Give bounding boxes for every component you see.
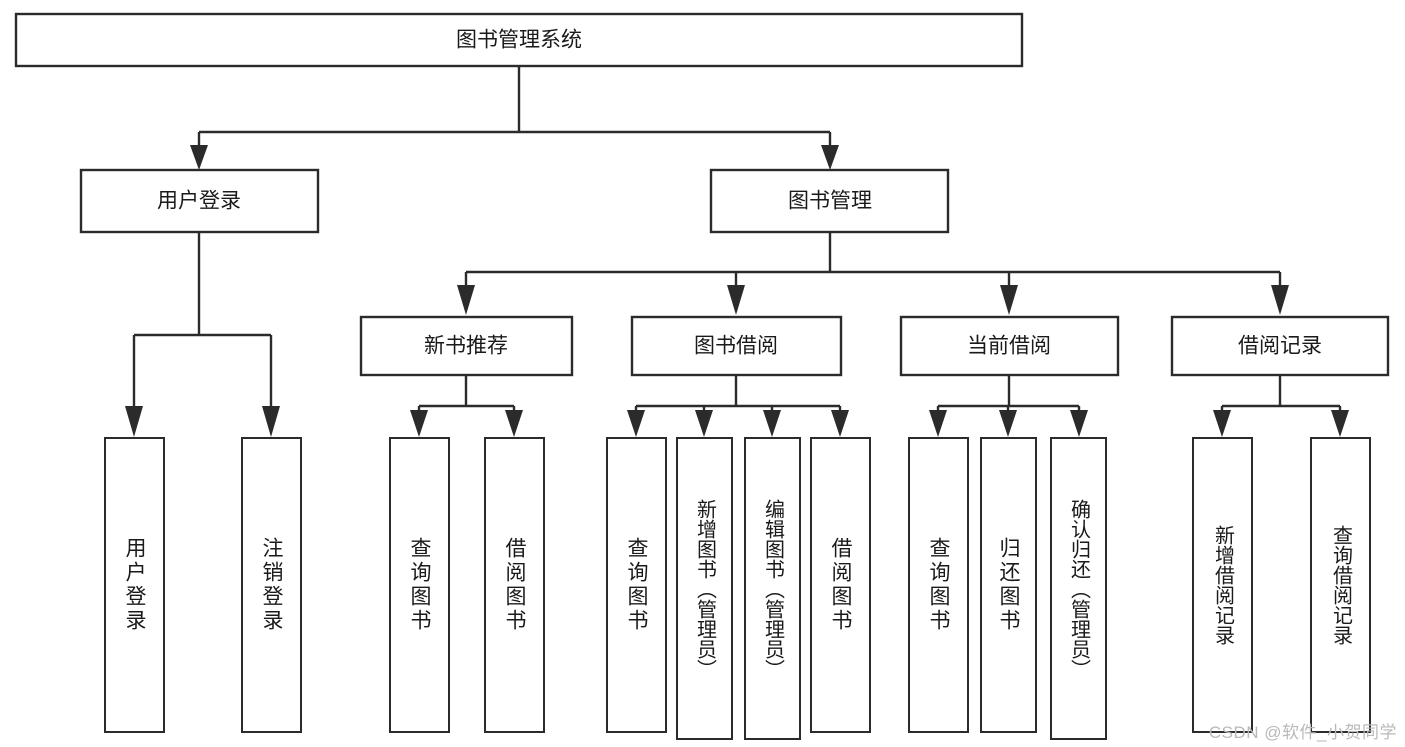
node-borrow-record[interactable]: 借阅记录 (1170, 315, 1390, 377)
connector-bookmanage-to-level3 (457, 232, 1289, 315)
node-book-manage-label: 图书管理 (788, 190, 872, 213)
leaf-confirm-return[interactable]: 确认归还（管理员） (1050, 437, 1107, 740)
leaf-query-record[interactable]: 查询借阅记录 (1310, 437, 1371, 733)
leaf-add-book-label: 新增图书（管理员） (693, 498, 716, 679)
node-new-book-rec-label: 新书推荐 (424, 335, 508, 358)
node-root-label: 图书管理系统 (456, 29, 582, 52)
leaf-borrow-book-1[interactable]: 借阅图书 (484, 437, 545, 733)
leaf-return-book[interactable]: 归还图书 (980, 437, 1037, 733)
connector-userlogin-to-leaves (125, 232, 280, 437)
leaf-edit-book[interactable]: 编辑图书（管理员） (744, 437, 801, 740)
leaf-query-book-1[interactable]: 查询图书 (389, 437, 450, 733)
node-book-manage[interactable]: 图书管理 (709, 168, 950, 234)
leaf-edit-book-label: 编辑图书（管理员） (761, 498, 784, 679)
leaf-logout-label: 注销登录 (260, 537, 283, 633)
leaf-add-record[interactable]: 新增借阅记录 (1192, 437, 1253, 733)
leaf-query-book-3-label: 查询图书 (927, 537, 950, 633)
connector-root-to-level2 (190, 66, 839, 170)
connector-currentborrow-to-leaves (929, 375, 1088, 437)
leaf-query-record-label: 查询借阅记录 (1329, 525, 1352, 645)
csdn-watermark: CSDN @软件_小贺同学 (1208, 723, 1397, 742)
leaf-add-record-label: 新增借阅记录 (1211, 525, 1234, 645)
leaf-query-book-1-label: 查询图书 (408, 537, 431, 633)
leaf-add-book[interactable]: 新增图书（管理员） (676, 437, 733, 740)
node-current-borrow[interactable]: 当前借阅 (899, 315, 1120, 377)
node-user-login[interactable]: 用户登录 (79, 168, 320, 234)
node-new-book-rec[interactable]: 新书推荐 (359, 315, 574, 377)
leaf-logout[interactable]: 注销登录 (241, 437, 302, 733)
leaf-query-book-2[interactable]: 查询图书 (606, 437, 667, 733)
connector-newbookrec-to-leaves (410, 375, 523, 437)
node-borrow-record-label: 借阅记录 (1238, 335, 1322, 358)
leaf-borrow-book-2[interactable]: 借阅图书 (810, 437, 871, 733)
leaf-return-book-label: 归还图书 (997, 537, 1020, 633)
leaf-confirm-return-label: 确认归还（管理员） (1067, 498, 1090, 679)
leaf-user-login[interactable]: 用户登录 (104, 437, 165, 733)
leaf-query-book-3[interactable]: 查询图书 (908, 437, 969, 733)
node-root[interactable]: 图书管理系统 (14, 12, 1024, 68)
leaf-borrow-book-2-label: 借阅图书 (829, 537, 852, 633)
connector-borrowrecord-to-leaves (1213, 375, 1349, 437)
node-book-borrow[interactable]: 图书借阅 (630, 315, 843, 377)
node-current-borrow-label: 当前借阅 (967, 335, 1051, 358)
connector-bookborrow-to-leaves (627, 375, 849, 437)
leaf-borrow-book-1-label: 借阅图书 (503, 537, 526, 633)
node-user-login-label: 用户登录 (157, 190, 241, 213)
node-book-borrow-label: 图书借阅 (694, 335, 778, 358)
leaf-user-login-label: 用户登录 (123, 537, 146, 633)
leaf-query-book-2-label: 查询图书 (625, 537, 648, 633)
